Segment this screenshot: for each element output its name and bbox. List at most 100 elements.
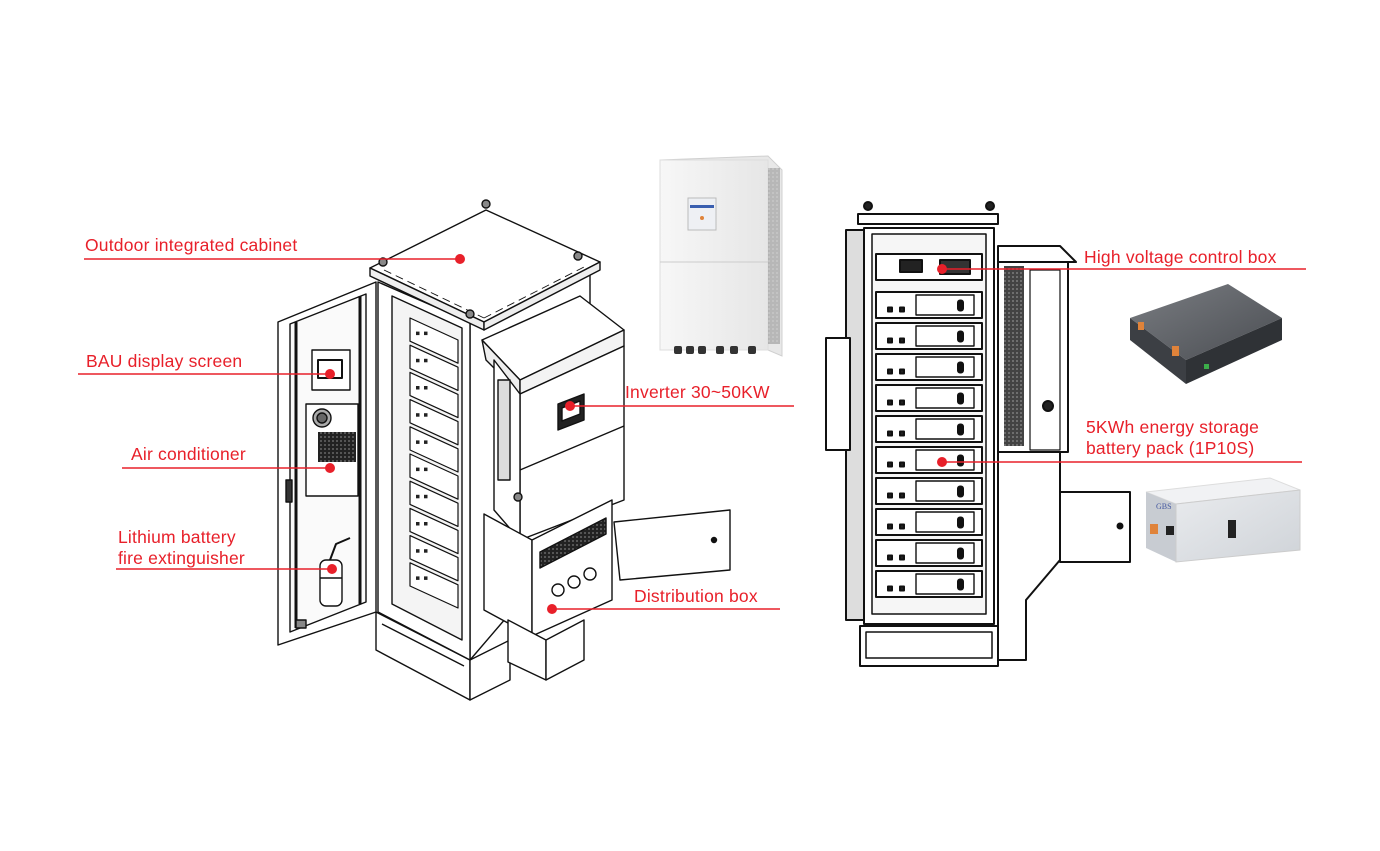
module-screw [424,549,428,553]
module-handle [957,392,964,405]
dot-bau-display [325,369,335,379]
dot-outdoor-cabinet [455,254,465,264]
module-screw [416,467,420,472]
module-screw [416,576,420,580]
module-screw [416,331,420,336]
battery-module [409,480,459,528]
callout-leaders [78,254,1306,614]
module-screw [424,358,428,363]
cable-gland [698,346,706,354]
battery-module [875,322,983,350]
dot-inverter [565,401,575,411]
module-screw [887,554,893,561]
module-screw [899,523,905,530]
module-handle [957,423,964,436]
front-view-cabinet-drawing [825,201,1131,667]
module-screw [424,494,428,499]
cable-gland [748,346,756,354]
module-screw [899,492,905,499]
module-screw [416,440,420,444]
inverter-housing [481,295,625,541]
label-text: Air conditioner [131,444,246,464]
label-text: 5KWh energy storage [1086,417,1260,437]
module-screw [424,576,428,580]
label-bau-display-screen: BAU display screen [86,351,242,372]
outdoor-integrated-cabinet-drawing [277,199,731,701]
battery-module [875,291,983,319]
module-screw [887,430,893,437]
module-screw [424,386,428,390]
module-handle [957,547,964,560]
module-screw [887,399,893,406]
label-fire-extinguisher: Lithium battery fire extinguisher [118,527,245,569]
battery-module [409,399,459,446]
battery-module [409,317,459,364]
module-screw [416,386,420,390]
module-screw [899,368,905,375]
label-text: Distribution box [634,586,758,606]
label-high-voltage-control-box: High voltage control box [1084,247,1277,268]
hv-control-box-photo [1130,284,1282,384]
module-handle [957,485,964,498]
label-text: BAU display screen [86,351,243,371]
dot-hv-control-box [937,264,947,274]
battery-pack-photo: GBS [1145,477,1301,563]
module-screw [424,413,428,417]
battery-module [409,562,459,609]
module-handle [957,299,964,312]
module-screw [416,358,420,363]
module-screw [887,492,893,499]
battery-module [875,539,983,567]
module-screw [899,554,905,561]
module-screw [416,413,420,417]
cabinet-roof [369,199,601,331]
module-screw [899,430,905,437]
battery-brand-logo: GBS [1156,502,1172,511]
module-screw [899,461,905,468]
distribution-box-drawing [483,499,731,681]
cable-gland [674,346,682,354]
module-screw [424,440,428,444]
label-text: Inverter 30~50KW [625,382,770,402]
module-screw [424,331,428,336]
label-text: Outdoor integrated cabinet [85,235,298,255]
module-screw [899,399,905,406]
battery-module [875,508,983,536]
module-screw [887,461,893,468]
label-text: fire extinguisher [118,548,245,568]
label-inverter: Inverter 30~50KW [625,382,770,403]
inverter-photo [659,155,783,357]
module-screw [887,368,893,375]
label-text: battery pack (1P10S) [1086,438,1255,458]
dot-air-conditioner [325,463,335,473]
battery-module [409,426,459,473]
module-screw [416,522,420,526]
label-outdoor-integrated-cabinet: Outdoor integrated cabinet [85,235,297,256]
battery-module [409,371,459,419]
battery-module [875,477,983,505]
label-distribution-box: Distribution box [634,586,758,607]
battery-module [409,344,459,391]
cabinet-base [375,611,511,701]
battery-module [875,570,983,598]
battery-module [875,446,983,474]
battery-module [875,353,983,381]
dot-fire-extinguisher [327,564,337,574]
module-screw [887,523,893,530]
module-screw [887,585,893,592]
left-battery-rack [409,317,459,609]
module-handle [957,516,964,529]
cable-gland [730,346,738,354]
label-battery-pack: 5KWh energy storage battery pack (1P10S) [1086,417,1259,459]
cabinet-open-door [277,281,377,646]
label-air-conditioner: Air conditioner [131,444,246,465]
label-text: Lithium battery [118,527,236,547]
module-screw [424,522,428,526]
battery-module [409,534,459,582]
module-screw [416,549,420,553]
module-screw [416,494,420,499]
dot-distribution-box [547,604,557,614]
label-text: High voltage control box [1084,247,1277,267]
